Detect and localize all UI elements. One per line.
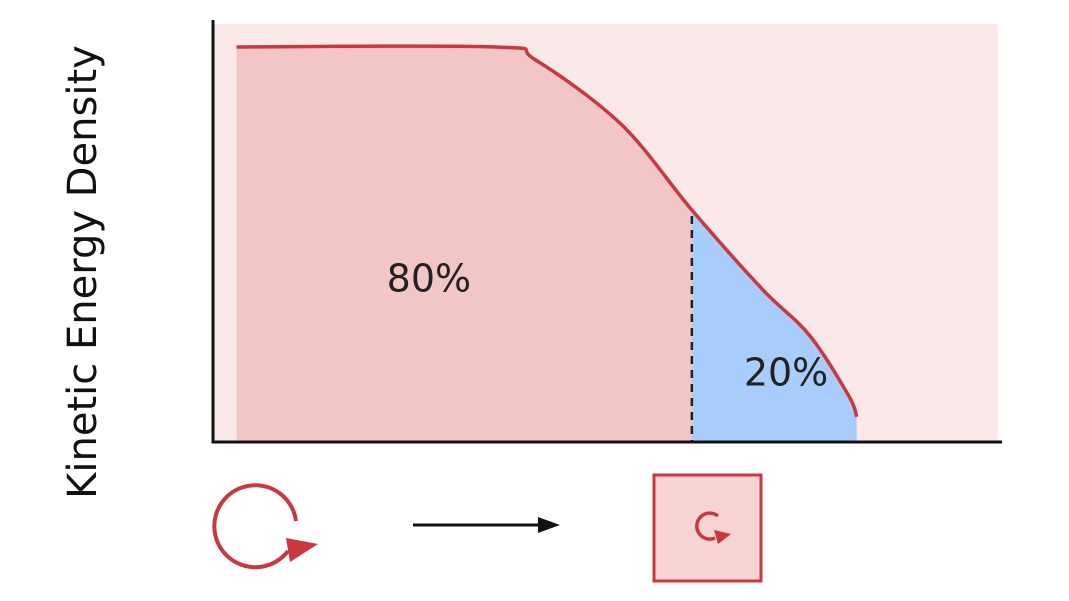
y-axis-label: Kinetic Energy Density [60,45,106,499]
large-eddy-icon [212,483,318,570]
cascade-arrow [413,517,560,533]
region-20-percent [691,210,857,442]
region-label-20: 20% [744,351,828,395]
small-eddy-icon [652,473,763,583]
region-80-percent [236,46,693,442]
spectrum-curve [236,44,859,418]
region-label-80: 80% [387,257,471,301]
